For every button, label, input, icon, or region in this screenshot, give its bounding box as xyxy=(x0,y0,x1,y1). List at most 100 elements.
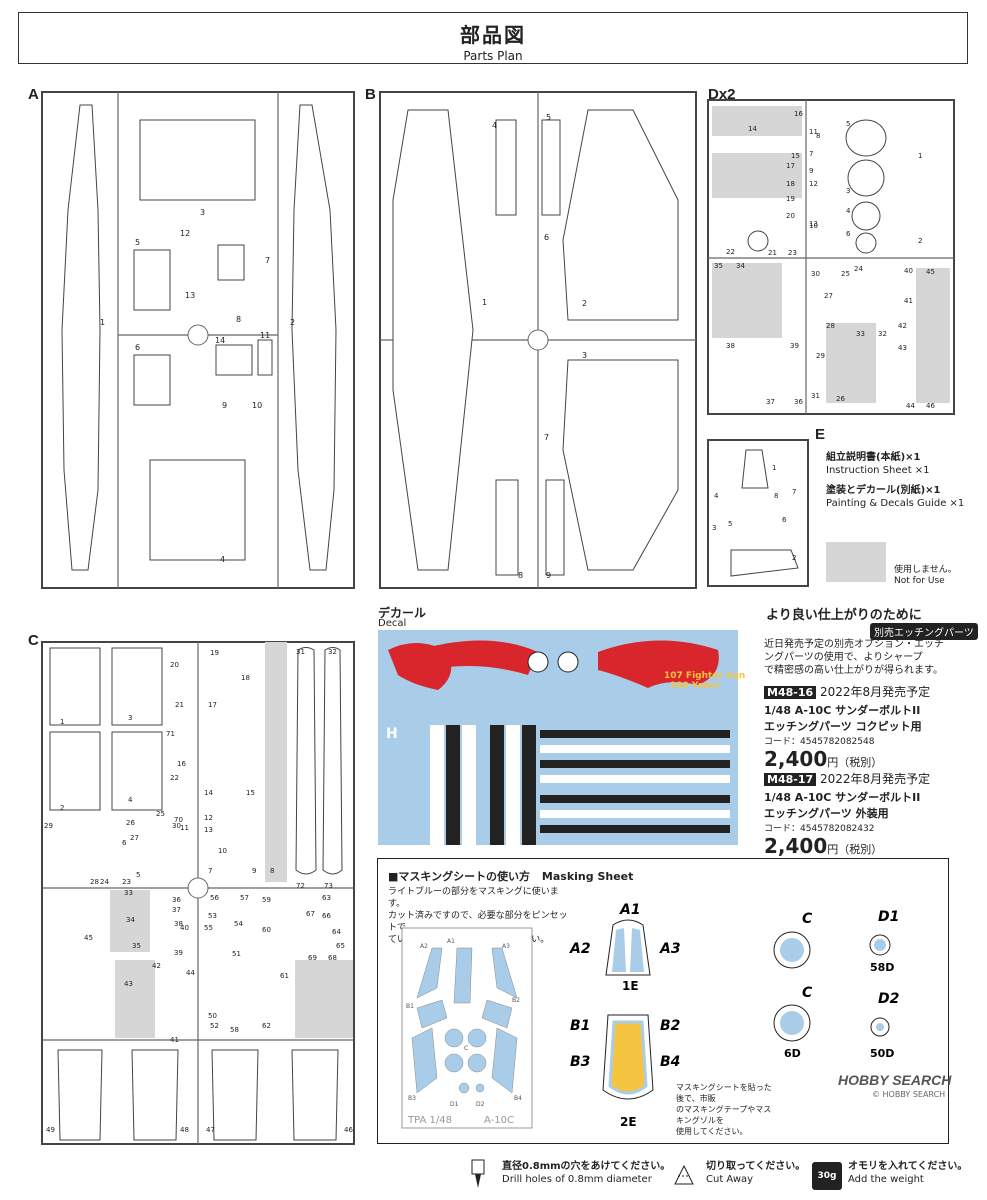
svg-text:33: 33 xyxy=(856,330,865,338)
svg-text:47: 47 xyxy=(206,1126,215,1134)
svg-text:19: 19 xyxy=(786,195,795,203)
svg-text:23: 23 xyxy=(122,878,131,886)
svg-text:16: 16 xyxy=(794,110,803,118)
cut-icon xyxy=(672,1162,696,1188)
svg-text:2: 2 xyxy=(60,804,64,812)
section-b-label: B xyxy=(365,86,376,103)
svg-text:A1: A1 xyxy=(447,938,455,945)
callout-a2: A2 xyxy=(569,941,591,957)
svg-text:C: C xyxy=(464,1045,468,1052)
svg-text:73: 73 xyxy=(324,882,333,890)
svg-text:69: 69 xyxy=(308,954,317,962)
product-name: 1/48 A-10C サンダーボルトII xyxy=(764,704,921,717)
sprue-a-part-numbers: 1 2 3 4 5 6 7 8 9 10 11 12 13 14 xyxy=(100,208,295,564)
svg-text:10: 10 xyxy=(252,401,262,410)
legend-cut-jp: 切り取ってください。 xyxy=(706,1161,806,1172)
svg-text:42: 42 xyxy=(898,322,907,330)
page-title-box: 部品図 Parts Plan xyxy=(18,12,968,64)
promo-product-2: M48-17 2022年8月発売予定 1/48 A-10C サンダーボルトII … xyxy=(764,770,970,858)
svg-text:5: 5 xyxy=(135,238,140,247)
svg-text:5: 5 xyxy=(546,113,551,122)
svg-text:31: 31 xyxy=(296,648,305,656)
svg-text:6: 6 xyxy=(846,230,851,238)
svg-text:54: 54 xyxy=(234,920,243,928)
svg-text:3: 3 xyxy=(582,351,587,360)
svg-text:3: 3 xyxy=(128,714,132,722)
promo-body-line: ングパーツの使用で、よりシャープ xyxy=(764,652,923,663)
product-price-unit: 円（税別） xyxy=(827,843,883,856)
svg-text:12: 12 xyxy=(180,229,190,238)
part-label-50d: 50D xyxy=(870,1047,894,1060)
masking-note: マスキングシートを貼った後で、市販 のマスキングテープやマスキングゾルを 使用し… xyxy=(676,1082,776,1137)
wheel-mask-diagrams: C D1 58D C 6D D2 50D xyxy=(773,909,899,1060)
not-used-swatch xyxy=(826,542,886,582)
guide-en: Painting & Decals Guide ×1 xyxy=(826,498,965,509)
svg-text:52: 52 xyxy=(210,1022,219,1030)
svg-text:63: 63 xyxy=(322,894,331,902)
callout-a1: A1 xyxy=(619,902,641,918)
svg-text:60: 60 xyxy=(262,926,271,934)
svg-text:17: 17 xyxy=(208,701,217,709)
sprue-d-part-numbers: 1 2 3 4 5 6 7 8 9 10 11 12 13 14 15 16 1… xyxy=(714,110,935,410)
svg-text:33: 33 xyxy=(124,889,133,897)
product-code: M48-16 xyxy=(764,686,817,699)
promo-body-line: 近日発売予定の別売オプション・エッチ xyxy=(764,639,944,650)
legend-weight-jp: オモリを入れてください。 xyxy=(848,1161,968,1172)
svg-text:11: 11 xyxy=(260,331,270,340)
svg-text:51: 51 xyxy=(232,950,241,958)
product-release: 2022年8月発売予定 xyxy=(819,772,931,786)
svg-text:19: 19 xyxy=(210,649,219,657)
drill-icon xyxy=(466,1158,490,1192)
svg-text:2: 2 xyxy=(918,237,922,245)
svg-text:44: 44 xyxy=(906,402,915,410)
svg-text:5: 5 xyxy=(728,520,732,528)
masking-title-jp: ■マスキングシートの使い方 xyxy=(388,870,531,883)
svg-text:8: 8 xyxy=(236,315,241,324)
callout-b2: B2 xyxy=(660,1018,680,1034)
svg-text:46: 46 xyxy=(344,1126,353,1134)
svg-text:40: 40 xyxy=(904,267,913,275)
svg-text:49: 49 xyxy=(46,1126,55,1134)
sprue-c: 1 2 3 4 5 6 7 8 9 10 11 12 13 14 15 16 1… xyxy=(41,641,355,1145)
svg-text:64: 64 xyxy=(332,928,341,936)
masking-sheet-footer-left: TPA 1/48 xyxy=(407,1115,452,1126)
sprue-b-part-numbers: 1 2 3 4 5 6 7 8 9 xyxy=(482,113,587,580)
svg-text:24: 24 xyxy=(854,265,863,273)
svg-text:8: 8 xyxy=(816,132,820,140)
svg-text:4: 4 xyxy=(492,121,497,130)
product-price: 2,400 xyxy=(764,747,828,771)
svg-text:3: 3 xyxy=(712,524,716,532)
sprue-b: 1 2 3 4 5 6 7 8 9 xyxy=(379,91,697,589)
svg-text:10: 10 xyxy=(809,222,818,230)
callout-c-top: C xyxy=(802,911,813,927)
svg-text:25: 25 xyxy=(841,270,850,278)
decal-marking-unit: 107 Fighter Sqn xyxy=(664,671,745,681)
svg-text:58: 58 xyxy=(230,1026,239,1034)
canopy-2e-diagram: B1 B2 B3 B4 2E xyxy=(570,1014,680,1129)
svg-text:24: 24 xyxy=(100,878,109,886)
svg-text:56: 56 xyxy=(210,894,219,902)
product-code-label: コード： xyxy=(764,824,801,834)
decal-marking-years: 100 Years xyxy=(670,681,720,691)
svg-text:7: 7 xyxy=(809,150,813,158)
svg-text:3: 3 xyxy=(200,208,205,217)
instruction-sheet-en: Instruction Sheet ×1 xyxy=(826,465,930,476)
masking-note-line: のマスキングテープやマスキングゾルを xyxy=(676,1105,772,1125)
watermark-sub: © HOBBY SEARCH xyxy=(872,1090,946,1099)
svg-text:B1: B1 xyxy=(406,1003,414,1010)
svg-text:66: 66 xyxy=(322,912,331,920)
svg-text:D2: D2 xyxy=(476,1101,485,1108)
svg-text:41: 41 xyxy=(904,297,913,305)
svg-text:41: 41 xyxy=(170,1036,179,1044)
callout-d2: D2 xyxy=(878,991,899,1007)
svg-text:38: 38 xyxy=(174,920,183,928)
svg-text:7: 7 xyxy=(265,256,270,265)
product-name: 1/48 A-10C サンダーボルトII xyxy=(764,791,921,804)
decal-sheet: 107 Fighter Sqn 100 Years H xyxy=(378,630,745,845)
product-subname: エッチングパーツ 外装用 xyxy=(764,807,889,820)
svg-text:1: 1 xyxy=(60,718,64,726)
product-price-unit: 円（税別） xyxy=(827,756,883,769)
svg-text:4: 4 xyxy=(220,555,225,564)
instruction-sheet-jp: 組立説明書(本紙)×1 xyxy=(826,452,921,463)
product-code: M48-17 xyxy=(764,773,817,786)
